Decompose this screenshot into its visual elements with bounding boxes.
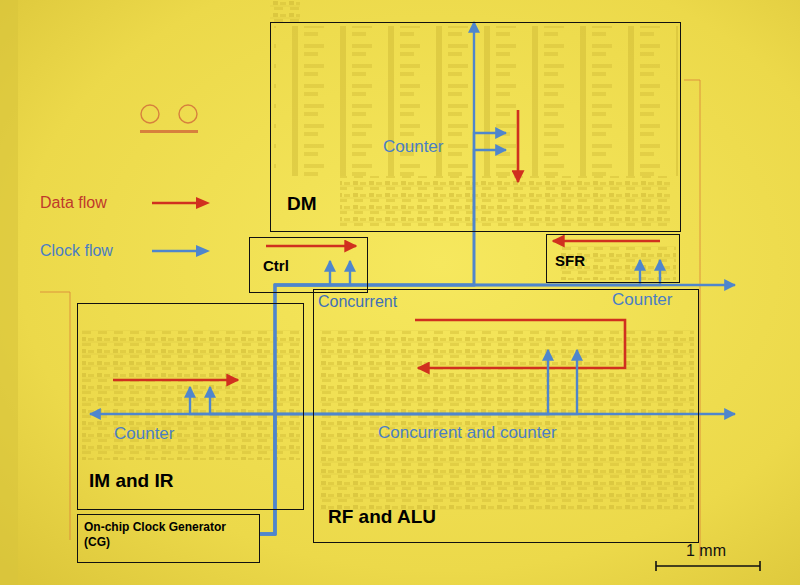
chip-wiring: [40, 80, 700, 560]
logo-mark: [179, 105, 197, 123]
memory-block: DM: [270, 22, 681, 232]
block-name: DM: [287, 193, 317, 216]
university-logo: [140, 105, 198, 133]
data-flow-arrow: [517, 110, 520, 182]
legend-text: Clock flow: [40, 241, 113, 260]
clock-connector: [260, 150, 506, 534]
legend-arrow-head: [196, 197, 210, 209]
die-edge: [0, 0, 18, 585]
control-block: Ctrl: [249, 237, 368, 293]
clock-mode-label: Counter: [612, 290, 672, 310]
block-name: SFR: [555, 252, 585, 270]
clock-connector: [260, 133, 506, 534]
legend-entry: Clock flow: [40, 241, 113, 260]
clock-bus-stubs: [90, 285, 735, 414]
clock-connector: [190, 387, 275, 534]
legend-arrow-sample: [152, 196, 212, 210]
legend-arrow-head: [196, 245, 210, 257]
data-flow-arrow: [113, 379, 238, 382]
block-name: Ctrl: [263, 257, 289, 275]
clock-generator-block: On-chip Clock Generator (CG): [77, 514, 260, 563]
circuit-texture: [82, 0, 694, 510]
block-name: IM and IR: [89, 470, 173, 493]
block-name: On-chip Clock Generator (CG): [84, 520, 234, 550]
legend-arrow-line: [152, 250, 198, 253]
logic-cells: [340, 176, 670, 228]
memory-columns: [274, 26, 678, 176]
legend-text: Data flow: [40, 193, 107, 212]
legend-entry: Data flow: [40, 193, 107, 212]
block-name: RF and ALU: [328, 506, 436, 529]
logo-mark: [140, 130, 198, 133]
datapath-block: RF and ALU: [313, 289, 699, 543]
legend-arrow-sample: [152, 244, 212, 258]
scale-bar: [656, 561, 760, 571]
metal-wire: [684, 80, 700, 560]
clock-mode-label: Counter: [114, 424, 174, 444]
logic-cells: [270, 0, 300, 22]
clock-mode-label: Concurrent: [318, 292, 397, 311]
clock-connector: [260, 260, 640, 534]
data-flow-arrow: [415, 320, 625, 368]
clock-connector: [260, 350, 577, 534]
data-flow-arrows: [113, 110, 660, 380]
clock-connector: [260, 260, 660, 534]
clock-mode-label: Counter: [383, 137, 443, 157]
register-block: SFR: [546, 234, 680, 283]
instruction-block: IM and IR: [77, 303, 304, 510]
logo-mark: [141, 105, 159, 123]
clock-mode-label: Concurrent and counter: [378, 423, 557, 443]
clock-connector: [260, 22, 474, 534]
scale-label: 1 mm: [686, 541, 726, 560]
data-flow-arrow: [553, 240, 660, 243]
logic-cells: [320, 330, 694, 510]
metal-wire: [40, 292, 70, 540]
legend-arrow-line: [152, 202, 198, 205]
data-flow-arrow: [266, 245, 356, 248]
scale-bar-line: [656, 561, 760, 571]
clock-connector: [210, 387, 275, 534]
